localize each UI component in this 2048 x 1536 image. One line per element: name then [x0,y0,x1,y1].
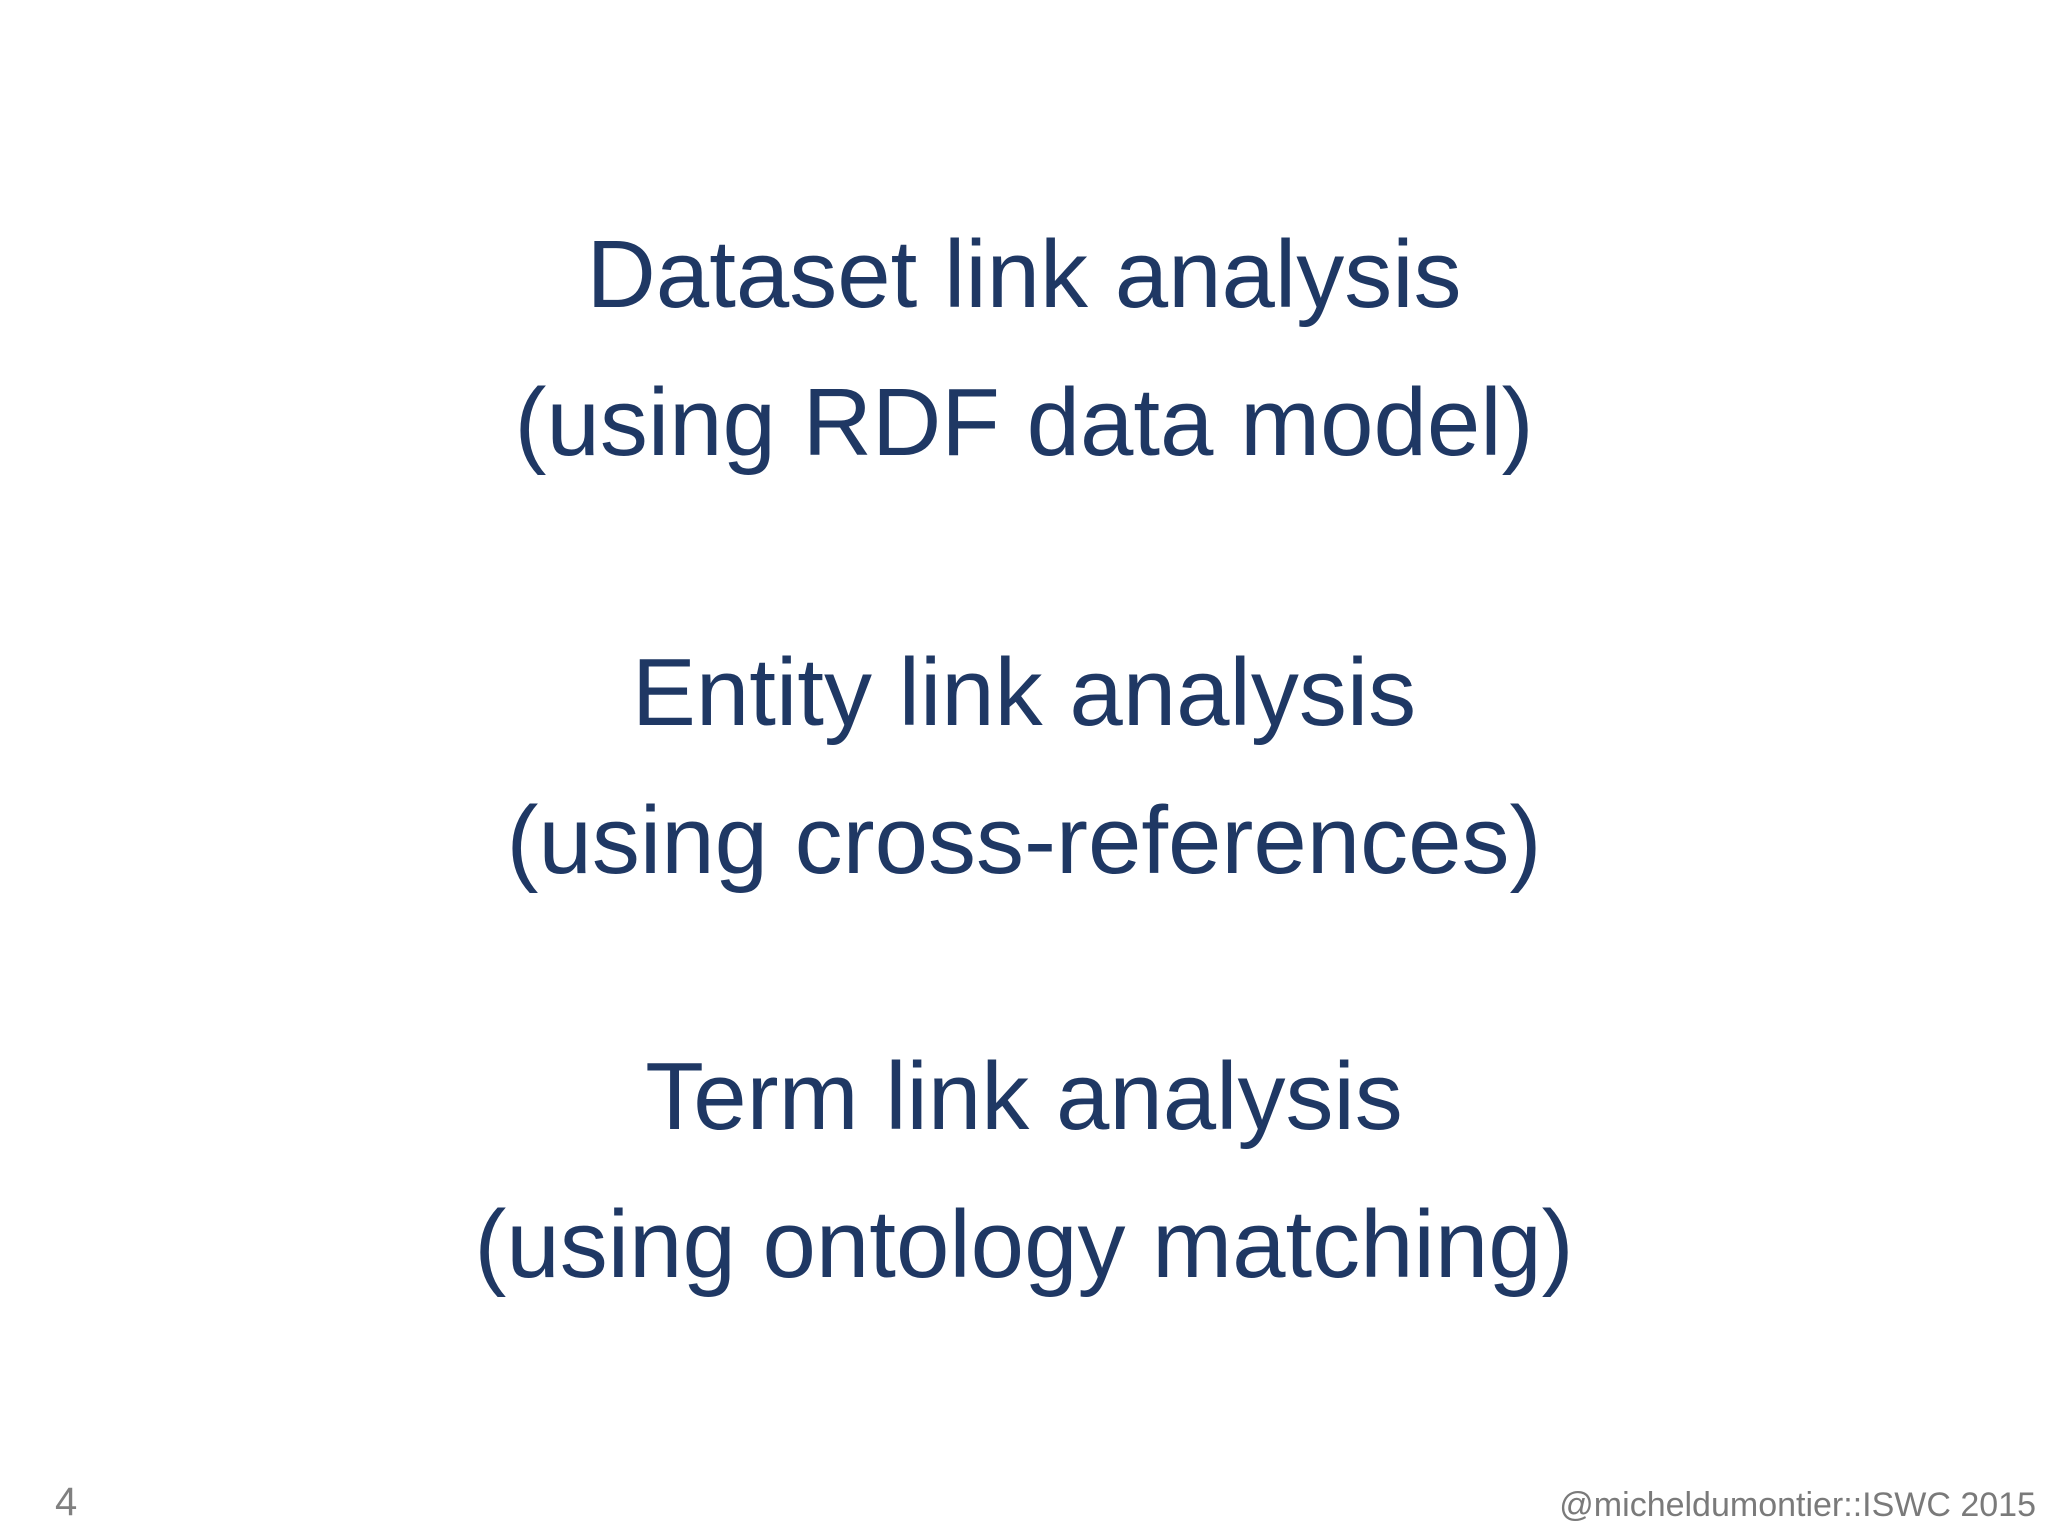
entity-link-analysis-block: Entity link analysis (using cross-refere… [0,619,2048,915]
block-title: Entity link analysis [631,639,1417,746]
block-subtitle: (using RDF data model) [514,369,1534,476]
dataset-link-analysis-block: Dataset link analysis (using RDF data mo… [0,201,2048,497]
block-subtitle: (using cross-references) [506,787,1542,894]
block-title: Term link analysis [645,1043,1403,1150]
slide-page-number: 4 [55,1480,78,1524]
slide-credit: @micheldumontier::ISWC 2015 [1559,1486,2036,1524]
block-subtitle: (using ontology matching) [474,1191,1574,1298]
block-title: Dataset link analysis [586,221,1462,328]
term-link-analysis-block: Term link analysis (using ontology match… [0,1023,2048,1319]
